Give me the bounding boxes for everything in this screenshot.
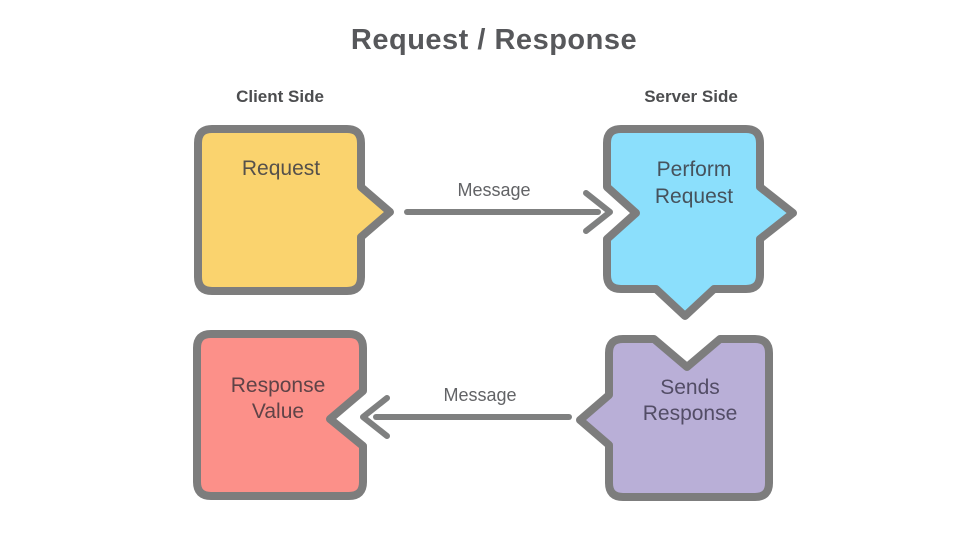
- response-value-label-line2: Value: [252, 400, 304, 423]
- response-message-arrow: [360, 395, 572, 439]
- response-value-label-line1: Response: [231, 374, 326, 397]
- response-value-node: Response Value: [193, 330, 367, 500]
- request-message-label: Message: [457, 180, 530, 200]
- sends-response-label-line2: Response: [643, 402, 738, 425]
- perform-request-label-line1: Perform: [657, 158, 732, 181]
- server-side-label: Server Side: [644, 87, 738, 106]
- sends-response-bubble-shape: [576, 335, 773, 501]
- request-message-arrow: [404, 190, 613, 234]
- arrow-right-icon: [583, 190, 613, 234]
- request-node-label: Request: [242, 157, 320, 180]
- page-title: Request / Response: [351, 24, 637, 56]
- client-side-label: Client Side: [236, 87, 324, 106]
- request-node: Request: [194, 125, 394, 295]
- perform-request-bubble-shape: [603, 125, 797, 320]
- response-value-bubble-shape: [193, 330, 367, 500]
- arrow-left-icon: [360, 395, 390, 439]
- response-message-label: Message: [443, 385, 516, 405]
- perform-request-node: Perform Request: [603, 125, 797, 320]
- perform-request-label-line2: Request: [655, 185, 733, 208]
- sends-response-label-line1: Sends: [660, 376, 720, 399]
- sends-response-node: Sends Response: [576, 335, 773, 501]
- request-bubble-shape: [194, 125, 394, 295]
